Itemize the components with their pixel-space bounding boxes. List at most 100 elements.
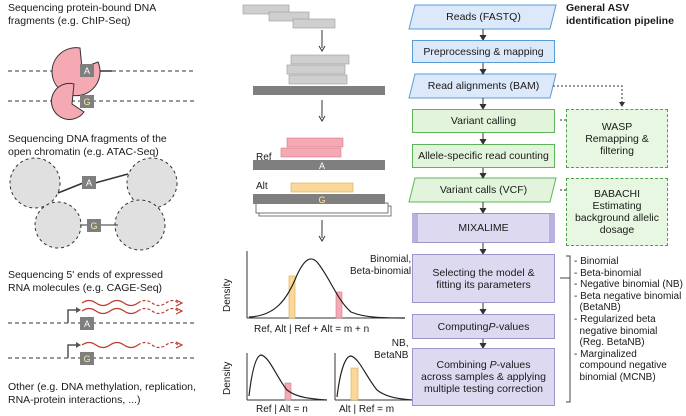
- open-dna: [57, 182, 84, 194]
- raw-read: [292, 18, 336, 29]
- combining-pvalues-node: Combining P-values across samples & appl…: [412, 348, 555, 406]
- allele-g-label: G: [83, 354, 90, 364]
- allele-box-a: [82, 176, 96, 189]
- preprocessing-node: Preprocessing & mapping: [412, 40, 555, 63]
- allele-g-label: G: [83, 97, 90, 107]
- alt-allele-g: G: [318, 195, 325, 205]
- combining-post: -values across samples & applying multip…: [421, 359, 546, 395]
- alt-read: [290, 182, 354, 193]
- binomial-curve: [248, 258, 406, 319]
- rna-arrow: [175, 299, 184, 307]
- tss-arrow: [67, 344, 76, 358]
- ref-allele-a: A: [319, 161, 325, 171]
- nucleosome: [9, 157, 61, 209]
- model-beta-binomial: - Beta-binomial: [574, 267, 642, 279]
- density-label: Density: [222, 278, 233, 312]
- reference-genome-bar: [253, 160, 385, 170]
- allele-box-g: [87, 219, 101, 232]
- flow-arrow-head: [318, 235, 326, 242]
- protein-shape: [50, 82, 85, 120]
- nb-betanb-label: NB, BetaNB: [374, 338, 409, 361]
- tss-arrow-head: [76, 307, 81, 313]
- model-nb: - Negative binomial (NB): [574, 279, 683, 291]
- model-betanb: - Beta negative binomial (BetaNB): [574, 290, 682, 314]
- allele-a-label: A: [84, 66, 90, 76]
- bottom-right-x-label: Alt | Ref = m: [339, 404, 395, 415]
- reads-shape: [408, 4, 557, 30]
- rna-arrow: [175, 341, 184, 349]
- nucleosome: [126, 157, 178, 209]
- ref-count-bar: [284, 382, 292, 401]
- allele-box-a: [80, 64, 94, 77]
- allele-a-label: A: [86, 178, 92, 188]
- density-label: Density: [222, 361, 233, 395]
- computing-post: -values: [495, 320, 530, 333]
- combining-p: P: [489, 359, 497, 371]
- rna-arrow: [175, 307, 184, 315]
- allele-box-g: [80, 352, 94, 365]
- computing-pvalues-node: Computing P-values: [412, 314, 555, 339]
- reference-genome-bar: [253, 86, 385, 95]
- binomial-label: Binomial, Beta-binomial: [350, 254, 412, 277]
- aligned-read: [286, 64, 346, 75]
- pipeline-connectors: [408, 4, 625, 403]
- nucleosome: [114, 199, 166, 251]
- betanb-curve: [336, 355, 414, 401]
- pipeline-title: General ASV identification pipeline: [566, 2, 674, 27]
- model-mcnb: - Marginalized compound negative binomia…: [574, 348, 667, 383]
- top-plot-x-label: Ref, Alt | Ref + Alt = m + n: [254, 324, 370, 335]
- variant-calls-vcf-node: Variant calls (VCF): [439, 184, 528, 196]
- aligned-read: [290, 54, 350, 65]
- rna-transcript: [137, 299, 179, 307]
- computing-p: P: [488, 320, 496, 333]
- other-caption: Other (e.g. DNA methylation, replication…: [8, 381, 196, 406]
- computing-pre: Computing: [437, 320, 489, 333]
- aligned-read: [288, 74, 348, 85]
- bottom-left-x-label: Ref | Alt = n: [256, 404, 308, 415]
- flow-arrow-head: [318, 115, 326, 122]
- raw-read: [268, 11, 310, 22]
- rna-transcript: [81, 299, 139, 307]
- chip-seq-caption: Sequencing protein-bound DNA fragments (…: [8, 2, 157, 27]
- alt-genome-bar: [253, 194, 385, 204]
- combining-pre: Combining: [436, 359, 490, 371]
- alignments-shape: [408, 73, 557, 99]
- allele-counting-node: Allele-specific read counting: [412, 144, 555, 168]
- allele-box-g: [80, 95, 94, 108]
- mixalime-node: MIXALIME: [412, 213, 555, 243]
- left-illustrations: A G A G A G: [8, 47, 195, 365]
- babachi-node: BABACHI Estimating background allelic do…: [566, 178, 668, 246]
- tss-arrow-head: [76, 342, 81, 348]
- alt-label: Alt: [256, 181, 268, 192]
- reads-fastq-node: Reads (FASTQ): [446, 11, 521, 23]
- raw-read: [242, 4, 290, 15]
- alt-count-bar: [350, 367, 359, 401]
- ref-read: [286, 137, 344, 148]
- allele-a-label: A: [84, 319, 90, 329]
- rna-transcript: [137, 341, 179, 349]
- model-reg-betanb: - Regularized beta negative binomial (Re…: [574, 313, 658, 349]
- model-list: - Binomial - Beta-binomial - Negative bi…: [574, 256, 684, 384]
- read-mapping-illustration: A G: [242, 4, 414, 401]
- variant-calling-node: Variant calling: [412, 109, 555, 133]
- flow-arrow-head: [318, 45, 326, 52]
- open-dna: [94, 173, 129, 184]
- selecting-model-node: Selecting the model & fitting its parame…: [412, 254, 555, 303]
- rna-transcript: [81, 341, 139, 349]
- allele-box-a: [80, 317, 94, 330]
- wasp-node: WASP Remapping & filtering: [566, 109, 668, 168]
- allele-g-label: G: [90, 221, 97, 231]
- model-binomial: - Binomial: [574, 256, 619, 267]
- cage-seq-caption: Sequencing 5' ends of expressed RNA mole…: [8, 269, 163, 294]
- variant-calls-shape: [408, 177, 557, 203]
- nucleosome: [34, 201, 82, 249]
- atac-seq-caption: Sequencing DNA fragments of the open chr…: [8, 133, 167, 158]
- rna-transcript: [137, 307, 179, 315]
- ref-read: [280, 147, 342, 158]
- alignments-bam-node: Read alignments (BAM): [427, 80, 540, 92]
- rna-transcript: [81, 307, 139, 315]
- ref-count-bar: [335, 291, 343, 319]
- tss-arrow: [67, 309, 76, 323]
- ref-label: Ref: [256, 152, 272, 163]
- nb-curve: [248, 354, 328, 401]
